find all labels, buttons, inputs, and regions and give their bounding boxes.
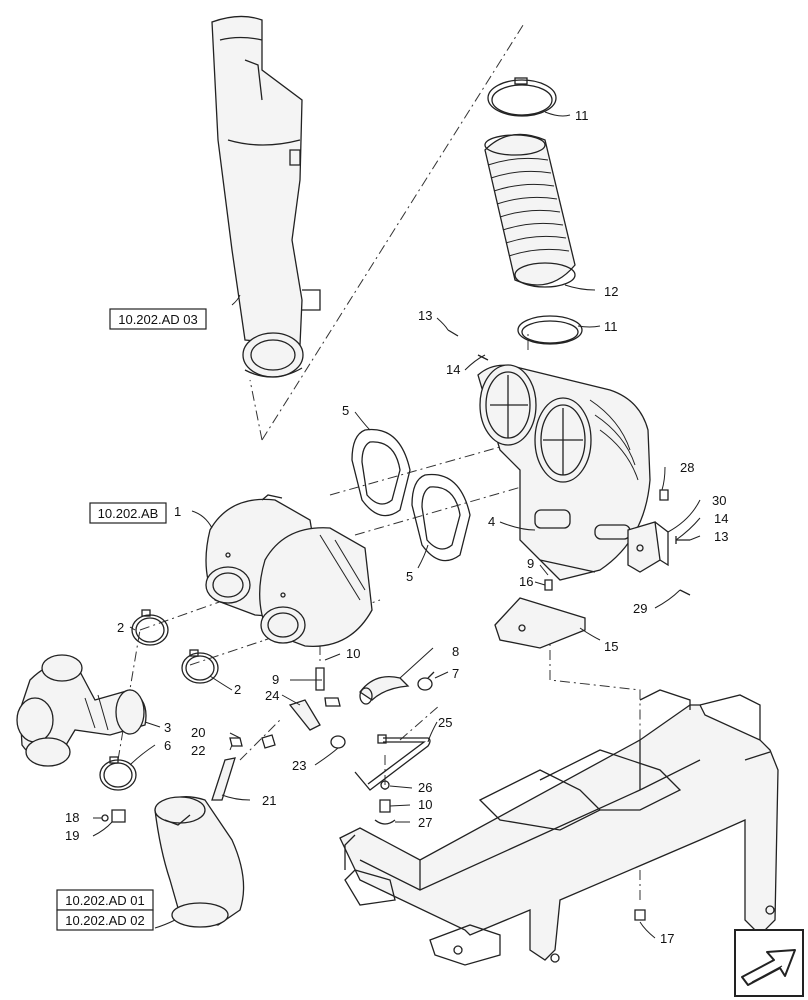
callout-16: 16	[519, 574, 533, 589]
svg-text:10.202.AD 01: 10.202.AD 01	[65, 893, 145, 908]
bracket-15	[494, 597, 586, 649]
callout-9-left: 9	[272, 672, 279, 687]
bracket-30	[627, 521, 669, 573]
callout-29: 29	[633, 601, 647, 616]
small-hose-8	[359, 675, 410, 705]
upper-intake-duct	[211, 15, 321, 378]
clamp-11-upper	[487, 77, 557, 117]
callout-2-lower: 2	[234, 682, 241, 697]
callout-23: 23	[292, 758, 306, 773]
pipe-25	[354, 734, 431, 791]
clamp-23	[330, 735, 346, 749]
svg-text:10.202.AD 02: 10.202.AD 02	[65, 913, 145, 928]
bellows-hose-12	[484, 133, 576, 288]
callout-24: 24	[265, 688, 279, 703]
seal-5-upper	[351, 428, 411, 517]
callout-6: 6	[164, 738, 171, 753]
callout-3: 3	[164, 720, 171, 735]
callout-22: 22	[191, 743, 205, 758]
callout-13-upper: 13	[418, 308, 432, 323]
callout-27: 27	[418, 815, 432, 830]
callout-20: 20	[191, 725, 205, 740]
callout-19: 19	[65, 828, 79, 843]
callout-17: 17	[660, 931, 674, 946]
callout-18: 18	[65, 810, 79, 825]
ref-box-ad01[interactable]: 10.202.AD 01	[56, 889, 154, 911]
callout-7: 7	[452, 666, 459, 681]
lower-elbow-duct	[154, 796, 245, 928]
svg-text:10.202.AD 03: 10.202.AD 03	[118, 312, 198, 327]
callout-14-upper: 14	[446, 362, 460, 377]
hose-21	[211, 734, 276, 801]
callout-10-upper: 10	[346, 646, 360, 661]
mounting-frame	[339, 689, 779, 966]
callout-1: 1	[174, 504, 181, 519]
callout-labels: 11 12 11 13 14 5 28 30 14 13 1 4 9 16 5 …	[65, 108, 728, 946]
ref-box-ab[interactable]: 10.202.AB	[89, 502, 167, 524]
callout-15: 15	[604, 639, 618, 654]
callout-11-upper: 11	[575, 108, 589, 123]
callout-12: 12	[604, 284, 618, 299]
svg-text:10.202.AB: 10.202.AB	[98, 506, 159, 521]
callout-21: 21	[262, 793, 276, 808]
callout-13-right: 13	[714, 529, 728, 544]
clamp-6	[99, 756, 137, 791]
fasteners-frame	[315, 667, 646, 921]
callout-10-lower: 10	[418, 797, 432, 812]
clamp-11-lower	[517, 315, 583, 345]
callout-14-right: 14	[714, 511, 728, 526]
air-cleaner-1b	[259, 527, 373, 648]
callout-28: 28	[680, 460, 694, 475]
y-hose-3	[16, 654, 147, 767]
sensor-19	[101, 809, 126, 823]
callout-8: 8	[452, 644, 459, 659]
callout-5-upper: 5	[342, 403, 349, 418]
callout-9-right: 9	[527, 556, 534, 571]
callout-4: 4	[488, 514, 495, 529]
callout-26: 26	[418, 780, 432, 795]
pipe-24	[288, 697, 341, 731]
seal-5-lower	[411, 473, 471, 562]
callout-25: 25	[438, 715, 452, 730]
ref-box-ad02[interactable]: 10.202.AD 02	[56, 909, 154, 931]
callout-30: 30	[712, 493, 726, 508]
navigation-arrow-icon[interactable]	[734, 929, 804, 997]
clamp-7	[417, 671, 435, 691]
clamp-2-lower	[181, 649, 219, 684]
fasteners-right	[447, 329, 691, 596]
callout-11-lower: 11	[604, 319, 618, 334]
ref-box-ad03[interactable]: 10.202.AD 03	[109, 308, 207, 330]
callout-5-lower: 5	[406, 569, 413, 584]
leader-lines	[92, 111, 701, 939]
callout-2-upper: 2	[117, 620, 124, 635]
clamp-2-upper	[131, 609, 169, 646]
manifold-housing-4	[477, 364, 651, 581]
